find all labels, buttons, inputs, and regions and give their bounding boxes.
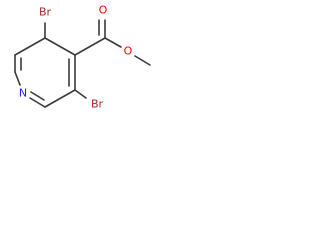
bond-c3-c4-ring bbox=[14, 37, 46, 56]
atom-n-ring: N bbox=[19, 87, 27, 100]
bond-c5-br-bottom bbox=[74, 89, 87, 99]
bond-c6-n-inner bbox=[30, 91, 45, 101]
pyridine-ring bbox=[14, 37, 76, 108]
bond-carbonyl-c-o-ester bbox=[104, 37, 122, 48]
atom-o-ester: O bbox=[124, 45, 133, 58]
atom-br-bottom: Br bbox=[91, 98, 104, 111]
atom-br-top: Br bbox=[39, 6, 52, 19]
bond-o-ester-methyl bbox=[134, 55, 151, 66]
bond-c4-carbonyl-c bbox=[74, 37, 106, 56]
bond-c3-c4 bbox=[44, 37, 76, 56]
bond-c5-c6 bbox=[44, 89, 76, 108]
methyl-3-5-dibromoisonicotinate-structure: Br N Br O O bbox=[14, 4, 151, 111]
bond-n-c2 bbox=[14, 71, 21, 86]
bond-c6-n bbox=[29, 97, 46, 108]
atom-o-carbonyl: O bbox=[99, 4, 108, 17]
